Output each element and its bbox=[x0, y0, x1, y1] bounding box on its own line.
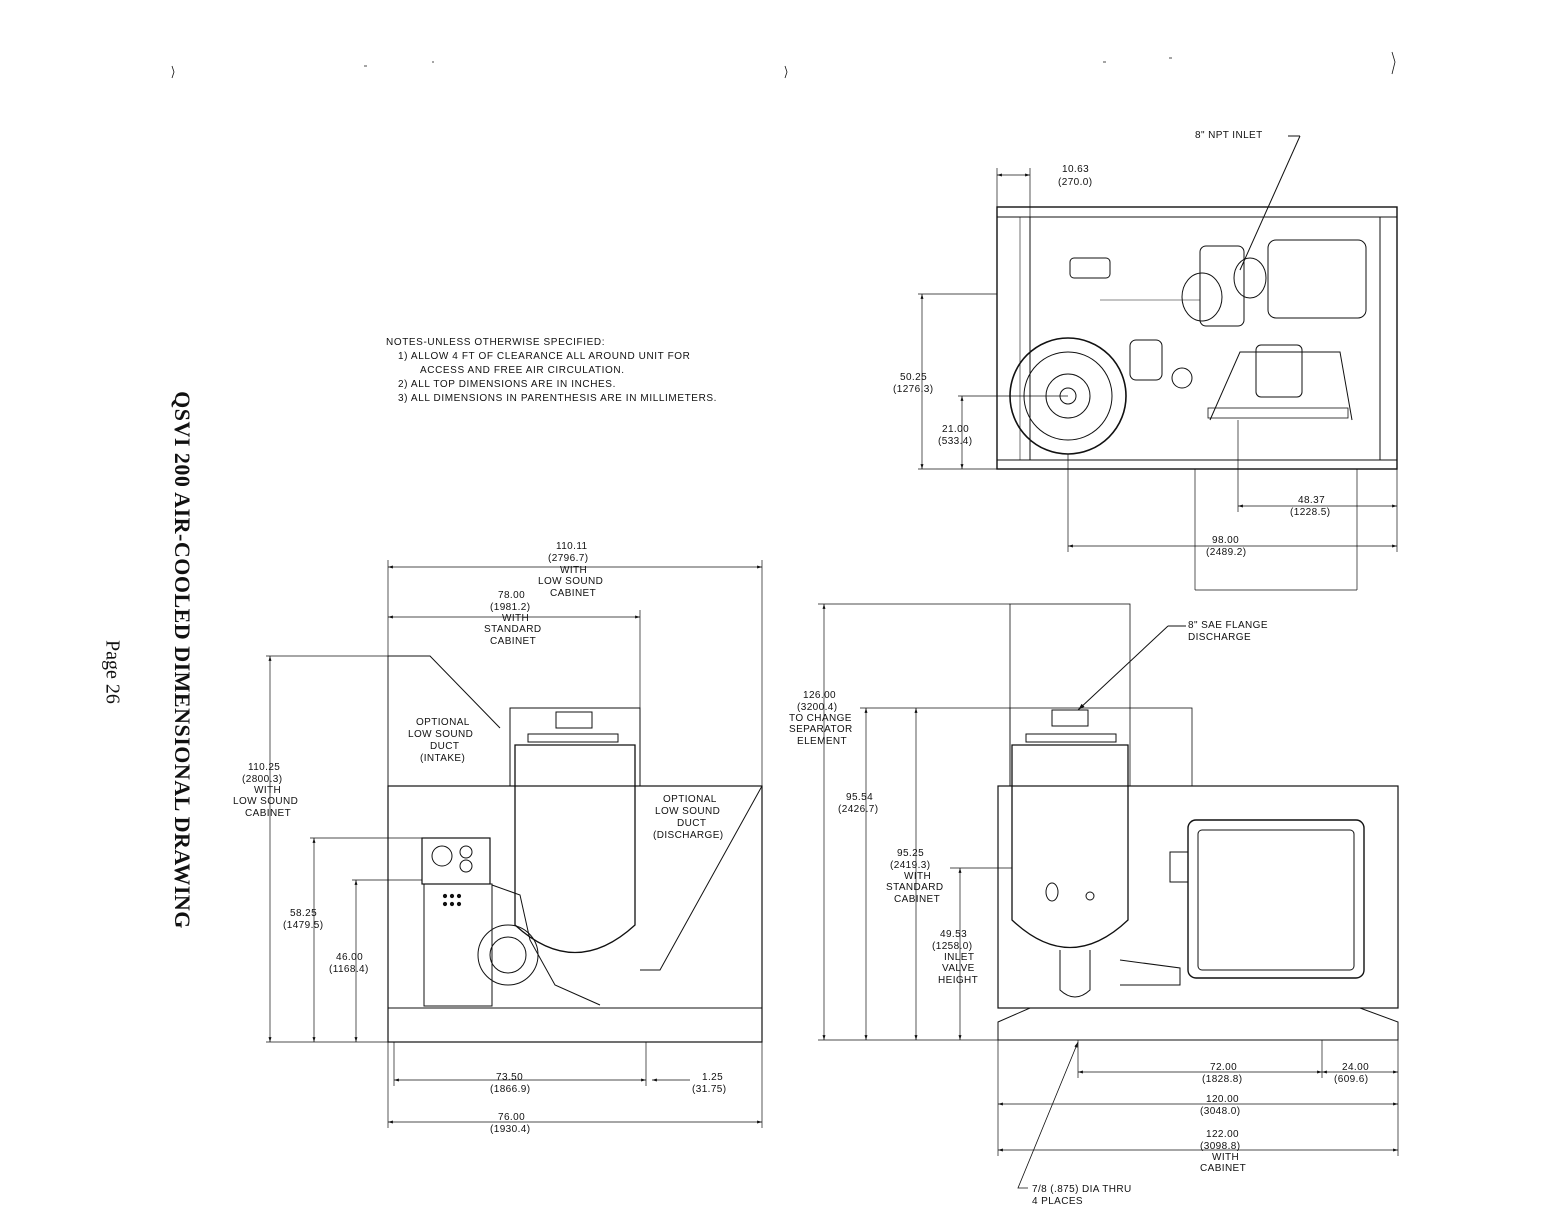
dim-95-25-mm: (2419.3) bbox=[890, 860, 930, 871]
dim-49-53: 49.53 bbox=[940, 929, 967, 940]
dim-49-53-inlet: INLET bbox=[944, 952, 974, 963]
dim-72-00: 72.00 bbox=[1210, 1062, 1237, 1073]
note-3: 3) ALL DIMENSIONS IN PARENTHESIS ARE IN … bbox=[398, 393, 718, 404]
intake-label-4: (INTAKE) bbox=[420, 753, 465, 764]
dim-10-63: 10.63 bbox=[1062, 164, 1089, 175]
dim-73-50-mm: (1866.9) bbox=[490, 1084, 530, 1095]
dim-126-00: 126.00 bbox=[803, 690, 836, 701]
dim-24-00: 24.00 bbox=[1342, 1062, 1369, 1073]
scan-marks bbox=[171, 51, 1396, 79]
dim-78-00-mm: (1981.2) bbox=[490, 602, 530, 613]
holes-label-2: 4 PLACES bbox=[1032, 1196, 1083, 1207]
dimension-labels: 8" NPT INLET 10.63 (270.0) 50.25 (1276.3… bbox=[233, 130, 1369, 1207]
dim-126-00-sep: SEPARATOR bbox=[789, 724, 853, 735]
dim-110-25-cab: CABINET bbox=[245, 808, 291, 819]
dim-110-11-cab: CABINET bbox=[550, 588, 596, 599]
dim-78-00-with: WITH bbox=[502, 613, 529, 624]
dim-110-25-low: LOW SOUND bbox=[233, 796, 298, 807]
discharge-label-3: DUCT bbox=[677, 818, 706, 829]
dim-95-25: 95.25 bbox=[897, 848, 924, 859]
dim-46-00-mm: (1168.4) bbox=[329, 964, 369, 975]
dim-1-25-mm: (31.75) bbox=[692, 1084, 727, 1095]
dim-72-00-mm: (1828.8) bbox=[1202, 1074, 1242, 1085]
dim-24-00-mm: (609.6) bbox=[1334, 1074, 1369, 1085]
dim-48-37-mm: (1228.5) bbox=[1290, 507, 1330, 518]
dim-95-25-with: WITH bbox=[904, 871, 931, 882]
dim-58-25-mm: (1479.5) bbox=[283, 920, 323, 931]
dim-48-37: 48.37 bbox=[1298, 495, 1325, 506]
inlet-label: 8" NPT INLET bbox=[1195, 130, 1263, 141]
discharge-label-4: (DISCHARGE) bbox=[653, 830, 724, 841]
dim-95-54: 95.54 bbox=[846, 792, 873, 803]
dim-46-00: 46.00 bbox=[336, 952, 363, 963]
intake-label-2: LOW SOUND bbox=[408, 729, 473, 740]
dim-78-00-std: STANDARD bbox=[484, 624, 541, 635]
dim-120-00: 120.00 bbox=[1206, 1094, 1239, 1105]
dim-49-53-mm: (1258.0) bbox=[932, 941, 972, 952]
dim-50-25-mm: (1276.3) bbox=[893, 384, 933, 395]
dim-122-00-mm: (3098.8) bbox=[1200, 1141, 1240, 1152]
notes-block: NOTES-UNLESS OTHERWISE SPECIFIED: 1) ALL… bbox=[386, 336, 717, 406]
dim-49-53-valve: VALVE bbox=[942, 963, 975, 974]
dim-122-00: 122.00 bbox=[1206, 1129, 1239, 1140]
note-1: 1) ALLOW 4 FT OF CLEARANCE ALL AROUND UN… bbox=[386, 350, 717, 378]
note-1-line1: 1) ALLOW 4 FT OF CLEARANCE ALL AROUND UN… bbox=[398, 351, 691, 362]
dim-120-00-mm: (3048.0) bbox=[1200, 1106, 1240, 1117]
dim-76-00-mm: (1930.4) bbox=[490, 1124, 530, 1135]
top-view bbox=[918, 135, 1398, 591]
notes-heading: NOTES-UNLESS OTHERWISE SPECIFIED: bbox=[386, 337, 606, 348]
dim-50-25: 50.25 bbox=[900, 372, 927, 383]
dim-21-00-mm: (533.4) bbox=[938, 436, 973, 447]
note-1-line2: ACCESS AND FREE AIR CIRCULATION. bbox=[420, 365, 625, 376]
dim-110-25-with: WITH bbox=[254, 785, 281, 796]
dim-73-50: 73.50 bbox=[496, 1072, 523, 1083]
dim-10-63-mm: (270.0) bbox=[1058, 177, 1093, 188]
dim-98-00-mm: (2489.2) bbox=[1206, 547, 1246, 558]
dim-21-00: 21.00 bbox=[942, 424, 969, 435]
dim-110-25-mm: (2800.3) bbox=[242, 774, 282, 785]
side-view bbox=[818, 603, 1399, 1189]
dim-122-00-cab: CABINET bbox=[1200, 1163, 1246, 1174]
dim-95-25-std: STANDARD bbox=[886, 882, 943, 893]
dim-110-25: 110.25 bbox=[248, 762, 280, 773]
dim-95-54-mm: (2426.7) bbox=[838, 804, 878, 815]
intake-label-3: DUCT bbox=[430, 741, 459, 752]
dim-110-11: 110.11 bbox=[556, 541, 588, 552]
discharge-label-1: OPTIONAL bbox=[663, 794, 717, 805]
dim-49-53-height: HEIGHT bbox=[938, 975, 978, 986]
note-2: 2) ALL TOP DIMENSIONS ARE IN INCHES. bbox=[398, 379, 616, 390]
dim-58-25: 58.25 bbox=[290, 908, 317, 919]
dim-78-00: 78.00 bbox=[498, 590, 525, 601]
dim-98-00: 98.00 bbox=[1212, 535, 1239, 546]
dim-95-25-cab: CABINET bbox=[894, 894, 940, 905]
dim-122-00-with: WITH bbox=[1212, 1152, 1239, 1163]
dim-110-11-mm: (2796.7) bbox=[548, 553, 588, 564]
discharge-label-2: LOW SOUND bbox=[655, 806, 720, 817]
dim-76-00: 76.00 bbox=[498, 1112, 525, 1123]
flange-label-1: 8" SAE FLANGE bbox=[1188, 620, 1268, 631]
dim-110-11-with: WITH bbox=[560, 565, 587, 576]
dim-126-00-to: TO CHANGE bbox=[789, 713, 852, 724]
holes-label-1: 7/8 (.875) DIA THRU bbox=[1032, 1184, 1132, 1195]
front-view bbox=[266, 560, 763, 1128]
dim-126-00-mm: (3200.4) bbox=[797, 702, 837, 713]
intake-label-1: OPTIONAL bbox=[416, 717, 470, 728]
dim-110-11-low: LOW SOUND bbox=[538, 576, 603, 587]
dim-78-00-cab: CABINET bbox=[490, 636, 536, 647]
flange-label-2: DISCHARGE bbox=[1188, 632, 1251, 643]
dim-126-00-el: ELEMENT bbox=[797, 736, 847, 747]
dim-1-25: 1.25 bbox=[702, 1072, 723, 1083]
